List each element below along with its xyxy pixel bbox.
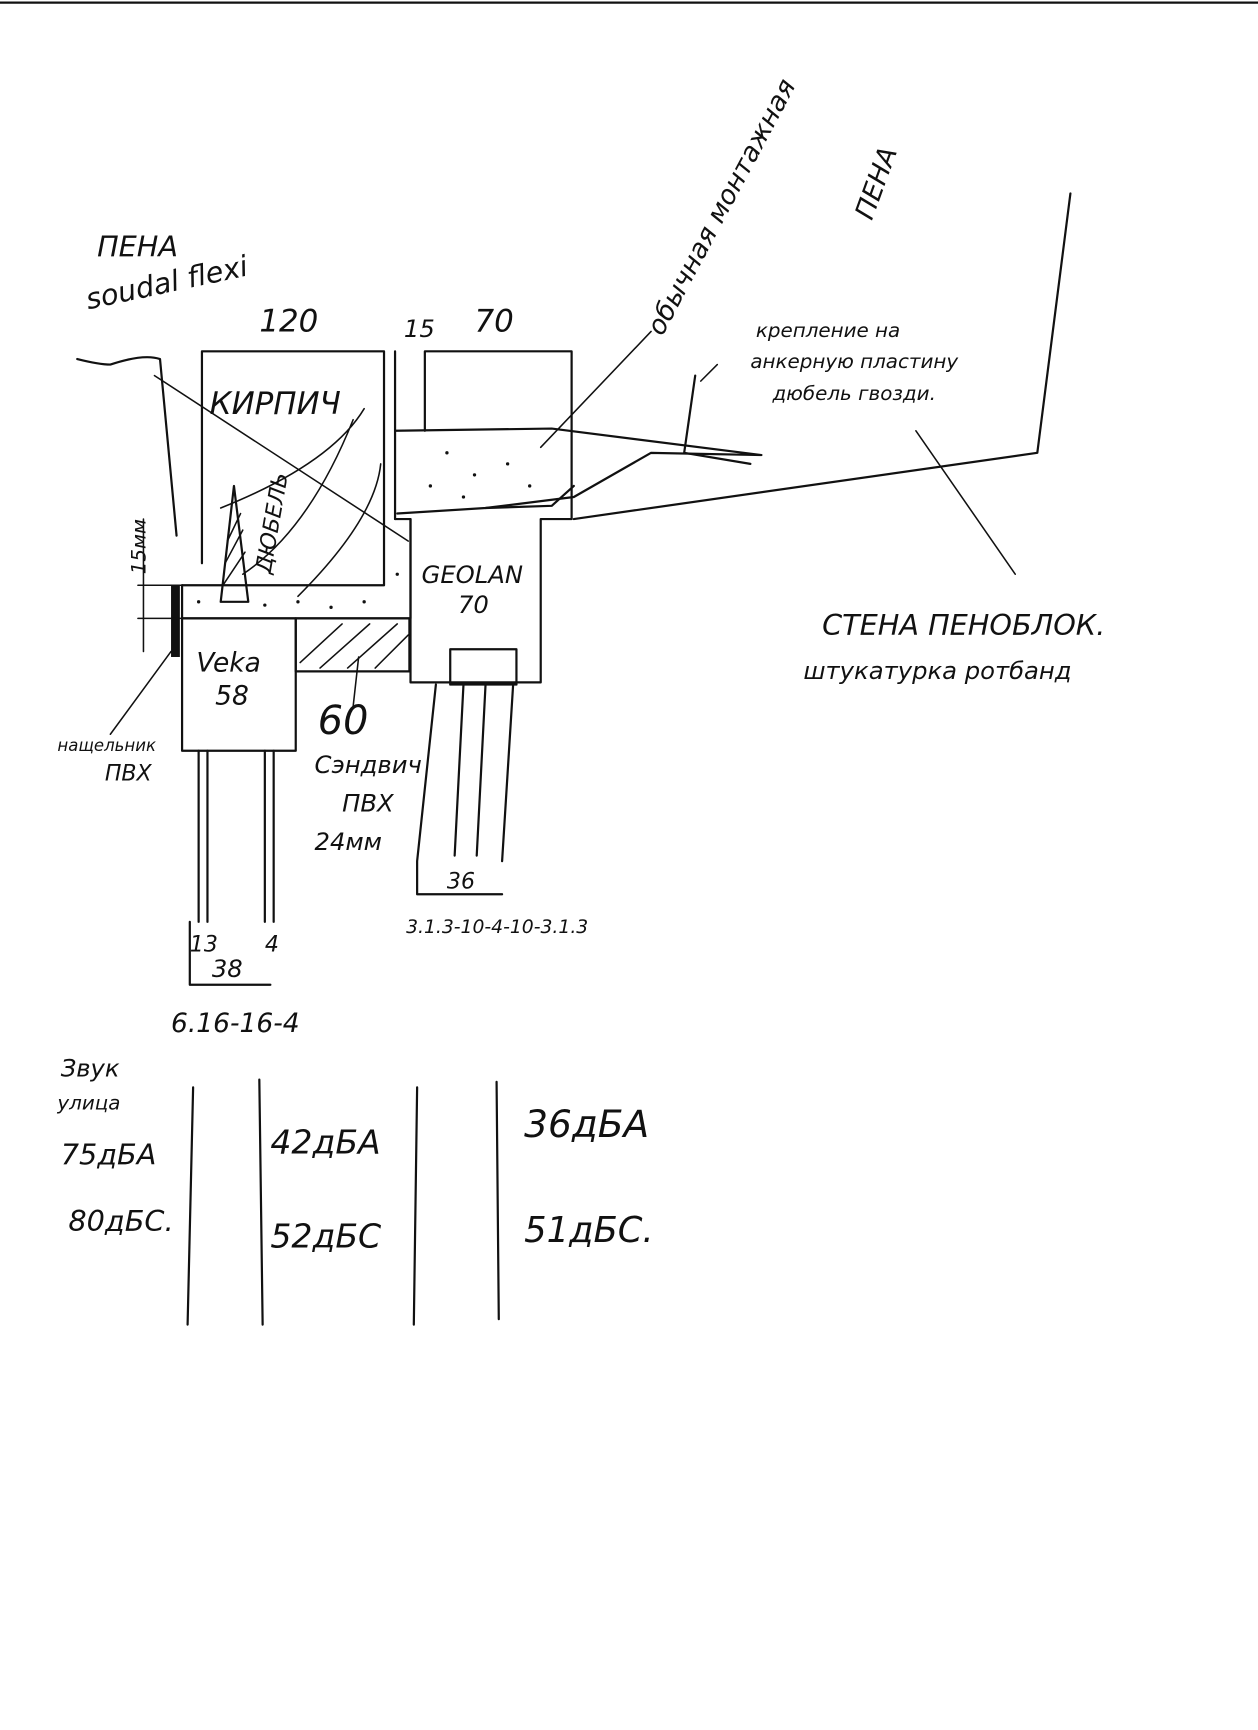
sandwich-hatch (299, 623, 410, 669)
foam-dots (196, 451, 532, 609)
sound-header-1: Звук (61, 1053, 120, 1082)
dim-15mm-label: 15мм (128, 519, 151, 574)
sandwich-leader (352, 656, 360, 708)
dim-4: 4 (265, 933, 279, 958)
street-dba: 75дБА (61, 1138, 157, 1172)
sandwich-label-1: Сэндвич (315, 750, 422, 779)
foam-left-label-1: ПЕНА (97, 229, 178, 263)
veka-label-1: Veka (196, 647, 260, 678)
wall-label-2: штукатурка ротбанд (803, 656, 1071, 685)
trim-leader (109, 650, 172, 736)
geolan-dba: 36дБА (524, 1102, 649, 1146)
table-dividers (186, 1078, 500, 1326)
geolan-label-2: 70 (458, 590, 489, 619)
anchor-leader (699, 363, 719, 382)
foam-leader-line (153, 374, 410, 542)
geolan-label-1: GEOLAN (422, 560, 524, 589)
wall-label-1: СТЕНА ПЕНОБЛОК. (822, 608, 1105, 642)
dim-70: 70 (475, 303, 514, 339)
trim-label-1: нащельник (57, 736, 156, 755)
mount-label-1: крепление на (756, 319, 900, 342)
sandwich-label-2: ПВХ (342, 788, 395, 817)
sandwich-label-3: 24мм (315, 827, 383, 856)
glass-right-formula: 3.1.3-10-4-10-3.1.3 (406, 917, 588, 938)
dim-38: 38 (212, 954, 243, 983)
dim-15: 15 (404, 314, 435, 343)
dowel-hatch (222, 512, 246, 587)
geolan-dbc: 51дБС. (524, 1210, 653, 1251)
veka-glazing (188, 749, 275, 986)
mount-label-2: анкерную пластину (750, 350, 958, 373)
foam-right-leader (539, 330, 652, 449)
veka-dba: 42дБА (270, 1123, 380, 1162)
dowel-label: ДЮБЕЛЬ (251, 471, 293, 577)
veka-label-2: 58 (215, 680, 249, 711)
foam-right-label-1: обычная монтажная (641, 74, 802, 341)
dowel-shape (219, 484, 250, 603)
glass-left-formula: 6.16-16-4 (171, 1008, 300, 1039)
dim-120: 120 (259, 303, 318, 339)
veka-dbc: 52дБС (270, 1216, 381, 1255)
wall-leader (915, 429, 1017, 575)
brick-hatch (219, 407, 382, 598)
dim-60: 60 (318, 698, 369, 744)
street-dbc: 80дБС. (68, 1204, 173, 1238)
geolan-outline (393, 350, 573, 684)
mount-label-3: дюбель гвозди. (771, 382, 935, 405)
pvc-trim (171, 585, 180, 657)
sound-header-2: улица (56, 1091, 120, 1114)
foam-right-label-2: ПЕНА (849, 143, 904, 224)
trim-label-2: ПВХ (105, 762, 153, 787)
anchor-plate (683, 374, 752, 465)
foam-bed (180, 517, 412, 620)
geolan-glazing (416, 648, 518, 896)
foam-leader (76, 356, 178, 537)
wall-outline (484, 192, 1072, 521)
dim-15mm (137, 518, 183, 653)
dim-13: 13 (190, 933, 218, 958)
veka-frame (180, 617, 297, 752)
brick-label: КИРПИЧ (210, 386, 341, 422)
sound-table: Звук улица 75дБА 80дБС. 42дБА 52дБС 36дБ… (56, 1053, 654, 1326)
dim-36: 36 (447, 870, 475, 895)
